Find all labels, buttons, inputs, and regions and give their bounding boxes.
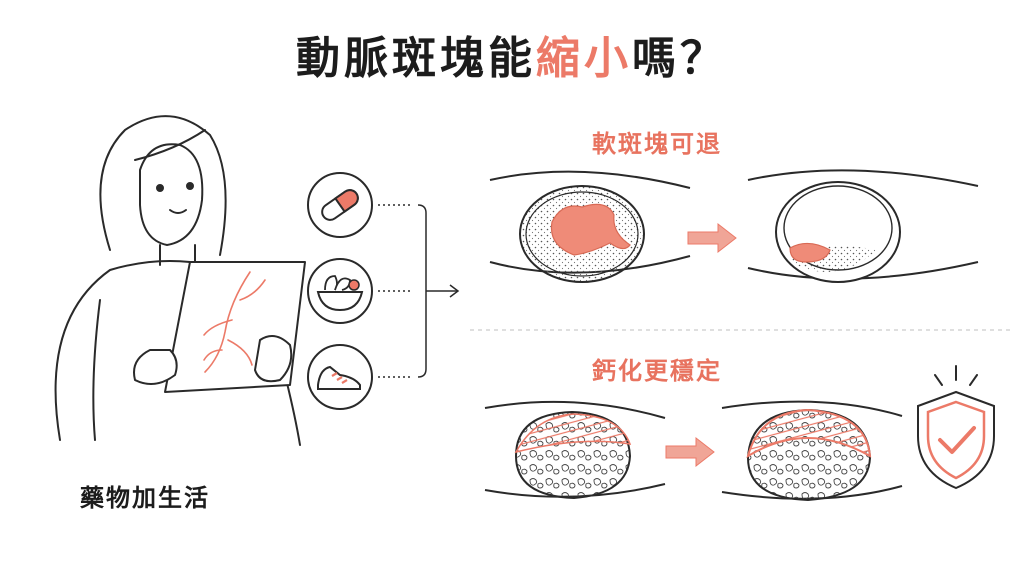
connector-bracket xyxy=(378,204,460,378)
artery-calcified-after xyxy=(721,400,903,502)
pill-icon xyxy=(307,172,373,238)
caption-soft-plaque: 軟斑塊可退 xyxy=(592,130,722,158)
woman-illustration xyxy=(54,115,306,446)
title-prefix: 動脈斑塊能 xyxy=(296,33,536,84)
arrow-top xyxy=(687,222,737,254)
title-highlight: 縮小 xyxy=(536,33,632,84)
artery-soft-plaque-before xyxy=(489,170,691,283)
artery-calcified-before xyxy=(484,400,666,500)
artery-soft-plaque-after xyxy=(747,169,979,283)
caption-medication-lifestyle: 藥物加生活 xyxy=(80,484,210,512)
title-suffix: 嗎？ xyxy=(632,33,728,84)
page-title: 動脈斑塊能縮小嗎？ xyxy=(0,22,1024,86)
salad-bowl-icon xyxy=(307,258,373,324)
sneaker-icon xyxy=(307,344,373,410)
arrow-bottom xyxy=(665,436,715,468)
shield-check-icon xyxy=(917,365,995,490)
caption-calcified: 鈣化更穩定 xyxy=(592,357,722,385)
